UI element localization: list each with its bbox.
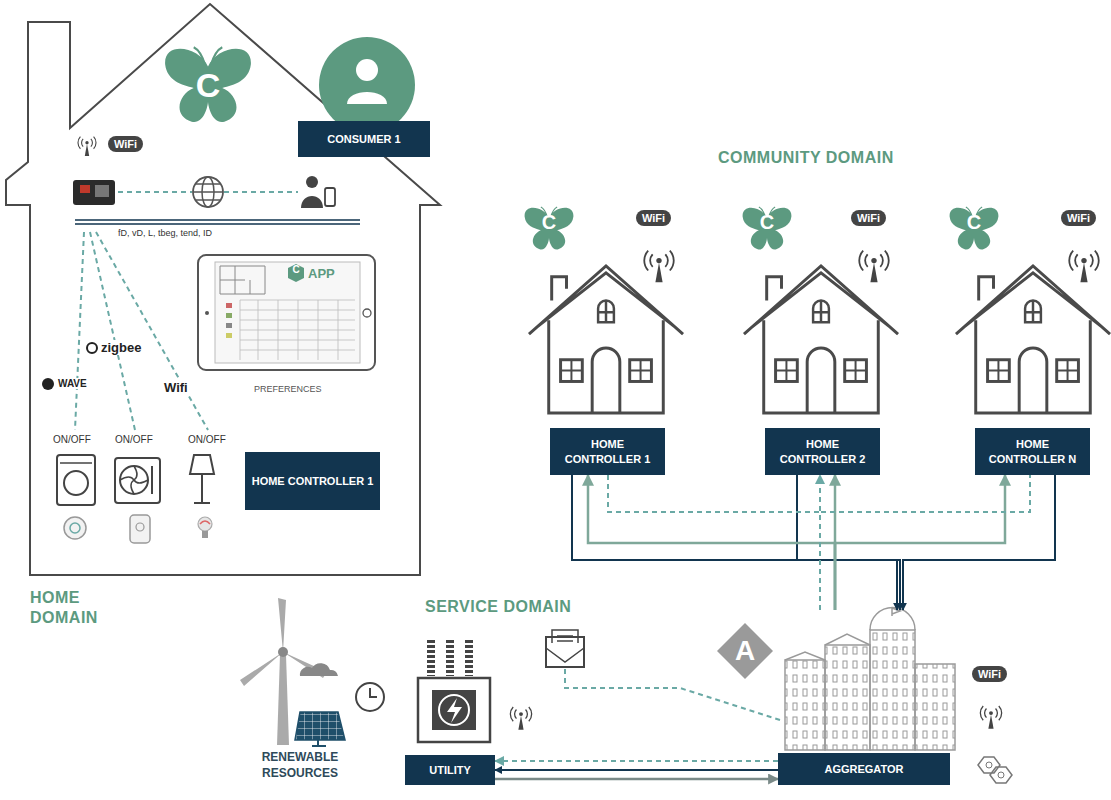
diamond-letter: A — [735, 635, 755, 667]
text-label: APP — [308, 266, 335, 281]
logo-letter: C — [286, 264, 306, 275]
text-label: zigbee — [99, 340, 143, 355]
text-label: fD, vD, L, tbeg, tend, ID — [118, 228, 212, 238]
controller-box: HOME CONTROLLER 1 — [245, 452, 380, 510]
logo-letter: C — [188, 66, 228, 105]
wifi-badge: WiFi — [1061, 210, 1096, 226]
connector — [495, 769, 778, 771]
decision-diamond: A — [716, 622, 774, 680]
wifi-badge: WiFi — [636, 210, 671, 226]
connector — [495, 778, 778, 781]
connector — [608, 475, 820, 610]
text-label: ON/OFF — [52, 434, 92, 445]
label-bar: AGGREGATOR — [778, 753, 950, 785]
controller-box: HOME CONTROLLER N — [975, 428, 1090, 475]
logo-letter: C — [531, 211, 567, 234]
connector — [835, 475, 1005, 610]
text-label: RENEWABLE RESOURCES — [240, 750, 360, 781]
connector — [820, 475, 1030, 610]
controller-box: HOME CONTROLLER 1 — [550, 428, 665, 475]
controller-box: CONSUMER 1 — [298, 121, 430, 157]
node-label: HOME CONTROLLER 1 — [252, 474, 374, 489]
wifi-badge: WiFi — [108, 136, 143, 152]
logo-letter: C — [749, 211, 785, 234]
node-label: HOME CONTROLLER 2 — [771, 437, 874, 467]
service-box: AGGREGATOR — [778, 610, 950, 785]
logo-letter: C — [956, 211, 992, 234]
connector — [495, 760, 778, 762]
text-label: WAVE — [56, 378, 89, 389]
node-label: UTILITY — [429, 764, 471, 776]
connector — [588, 475, 835, 610]
wifi-badge: WiFi — [972, 666, 1007, 682]
node-label: HOME CONTROLLER 1 — [556, 437, 659, 467]
node-label: CONSUMER 1 — [327, 132, 400, 147]
label-bar: UTILITY — [405, 755, 495, 785]
controller-box: HOME CONTROLLER 2 — [765, 428, 880, 475]
text-label: ON/OFF — [114, 434, 154, 445]
service-box: UTILITY — [405, 640, 495, 785]
text-label: PREFERENCES — [254, 384, 322, 394]
domain-title: COMMUNITY DOMAIN — [718, 148, 894, 168]
domain-title: SERVICE DOMAIN — [425, 597, 571, 617]
domain-title: HOME DOMAIN — [30, 588, 130, 628]
text-label: Wifi — [162, 380, 190, 395]
node-label: HOME CONTROLLER N — [981, 437, 1084, 467]
node-label: AGGREGATOR — [824, 763, 903, 775]
wifi-badge: WiFi — [851, 210, 886, 226]
text-label: ON/OFF — [187, 434, 227, 445]
